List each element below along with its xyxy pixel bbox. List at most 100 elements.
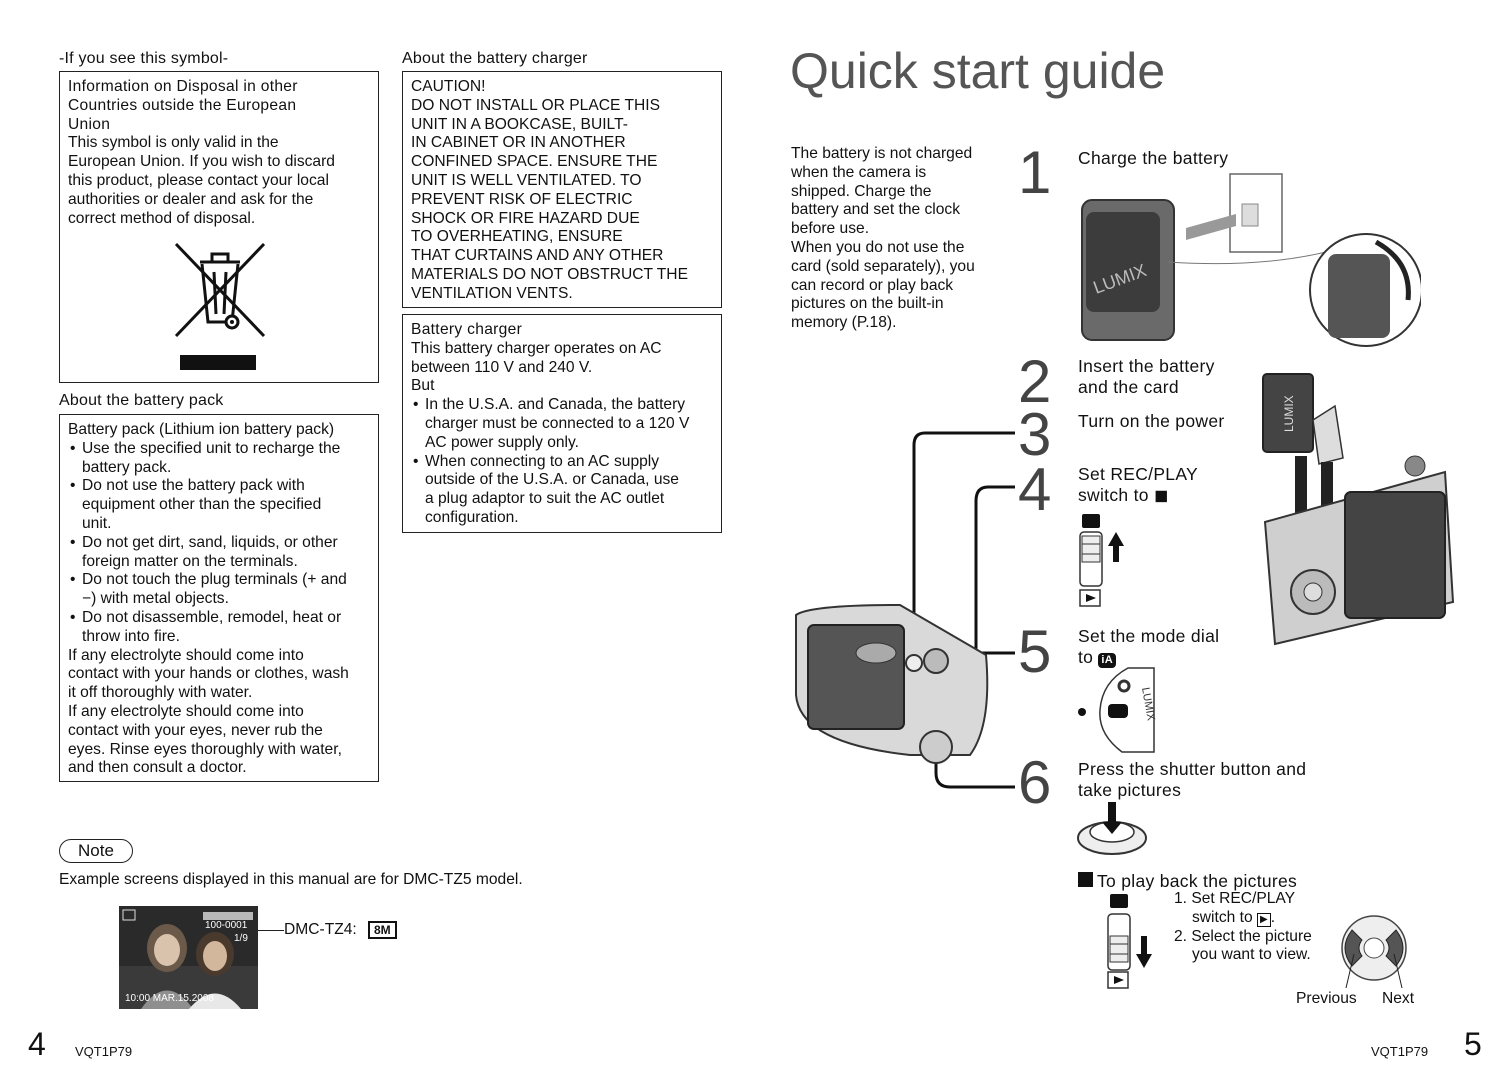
screen-frame: 1/9 [234,933,248,944]
intro-line: pictures on the built-in [791,295,944,313]
pack-tail-line: contact with your eyes, never rub the [68,721,323,739]
previous-label: Previous [1296,990,1357,1007]
intro-line: The battery is not charged [791,145,973,162]
battery-lumix-text: LUMIX [1282,395,1296,432]
disposal-body-line: This symbol is only valid in the [68,134,279,152]
caution-line: DO NOT INSTALL OR PLACE THIS [411,96,660,114]
size-badge: 8M [368,921,397,939]
step-number-3: 3 [1018,401,1052,468]
pack-tail-line: and then consult a doctor. [68,759,247,777]
pack-tail-line: eyes. Rinse eyes thoroughly with water, [68,740,342,758]
playback-instructions: 1. Set REC/PLAY switch to ▶. 2. Select t… [1174,890,1312,965]
charger-line: Battery charger [411,321,523,338]
note-text: Example screens displayed in this manual… [59,871,523,888]
model-label: DMC-TZ4: [284,921,357,938]
intro-line: battery and set the clock [791,201,961,219]
play-mode-icon: ▶ [1257,912,1271,927]
battery-pack-heading: About the battery pack [59,392,224,409]
mode-dial-illustration: LUMIX [1078,667,1157,753]
pack-title: Battery pack (Lithium ion battery pack) [68,421,335,438]
next-label: Next [1382,990,1415,1007]
screen-datetime: 10:00 MAR.15.2008 [125,993,214,1004]
step-number-5: 5 [1018,618,1052,685]
disposal-body-line: European Union. If you wish to discard [68,153,335,171]
pack-tail-line: If any electrolyte should come into [68,646,304,664]
ia-badge: iA [1098,653,1116,668]
page-number-left: 4 [28,1026,46,1062]
step-3-text: Turn on the power [1078,411,1225,431]
charger-line: This battery charger operates on AC [411,339,662,357]
dial-lumix-text: LUMIX [1139,686,1157,722]
pack-bullets: Use the specified unit to recharge theba… [68,440,370,647]
playback-item: switch to ▶. [1192,908,1276,927]
pack-tail-line: contact with your hands or clothes, wash [68,665,349,683]
playback-item: you want to view. [1192,946,1311,964]
symbol-heading: -If you see this symbol- [59,50,229,67]
pack-bullet: Do not get dirt, sand, liquids, or other… [68,534,370,572]
step-number-6: 6 [1018,749,1052,816]
playback-title: To play back the pictures [1097,871,1298,891]
disposal-title-line: Information on Disposal in other [68,78,298,95]
step-number-1: 1 [1018,139,1052,206]
screen-counter: 100-0001 [205,920,248,931]
battery-pack-box: Battery pack (Lithium ion battery pack) … [59,414,379,782]
caution-line: UNIT IN A BOOKCASE, BUILT- [411,115,628,133]
pack-tail-line: If any electrolyte should come into [68,702,304,720]
caution-line: PREVENT RISK OF ELECTRIC [411,190,633,208]
crossed-bin-icon [174,242,266,370]
disposal-body-line: correct method of disposal. [68,209,256,227]
intro-line: when the camera is [791,163,927,181]
caution-line: VENTILATION VENTS. [411,284,573,302]
intro-line: shipped. Charge the [791,182,932,200]
caution-box: CAUTION! DO NOT INSTALL OR PLACE THIS UN… [402,71,722,308]
caution-line: CAUTION! [411,78,486,95]
camera-top-view-illustration [795,431,1015,789]
charger-bullet: In the U.S.A. and Canada, the batterycha… [411,396,713,452]
pack-bullet: Do not touch the plug terminals (+ and−)… [68,571,370,609]
portrait-illustration [119,906,258,1009]
caution-line: SHOCK OR FIRE HAZARD DUE [411,209,640,227]
example-screen-photo: 100-0001 1/9 10:00 MAR.15.2008 [119,906,258,1009]
battery-charger-box: Battery charger This battery charger ope… [402,314,722,533]
playback-item: 1. Set REC/PLAY [1174,890,1296,907]
disposal-box: Information on Disposal in other Countri… [59,71,379,383]
shutter-button-illustration [1077,802,1147,855]
disposal-title-line: Countries outside the European [68,96,297,114]
caution-line: THAT CURTAINS AND ANY OTHER [411,247,664,265]
battery-charger-heading: About the battery charger [402,50,588,67]
rec-play-switch-down [1107,894,1152,989]
doc-code-left: VQT1P79 [75,1044,133,1059]
caution-line: TO OVERHEATING, ENSURE [411,228,623,246]
playback-item: 2. Select the picture [1174,927,1312,945]
caution-line: CONFINED SPACE. ENSURE THE [411,153,658,171]
disposal-title-line: Union [68,115,111,133]
doc-code-right: VQT1P79 [1371,1044,1429,1059]
charger-line: between 110 V and 240 V. [411,358,593,376]
intro-line: before use. [791,220,870,238]
pack-bullet: Do not disassemble, remodel, heat orthro… [68,609,370,647]
step-number-2: 2 [1018,348,1052,415]
battery-charger-illustration: LUMIX [1081,173,1421,347]
charger-bullets: In the U.S.A. and Canada, the batterycha… [411,396,713,528]
callout-line [258,930,284,931]
note-label: Note [59,839,133,863]
caution-line: IN CABINET OR IN ANOTHER [411,134,626,152]
disposal-body-line: authorities or dealer and ask for the [68,190,314,208]
pack-bullet: Use the specified unit to recharge theba… [68,440,370,478]
step-1-text: Charge the battery [1078,148,1229,168]
rec-play-switch [1079,514,1124,607]
cursor-button-illustration [1341,915,1407,989]
pack-bullet: Do not use the battery pack withequipmen… [68,477,370,533]
section-square-icon [1078,872,1093,887]
pack-tail-line: it off thoroughly with water. [68,684,253,702]
page-number-right: 5 [1464,1026,1482,1062]
disposal-body-line: this product, please contact your local [68,171,329,189]
intro-line: card (sold separately), you [791,257,975,275]
intro-text: The battery is not charged when the came… [791,145,975,333]
page-title: Quick start guide [790,43,1166,99]
battery-card-camera-illustration: LUMIX [1262,373,1455,646]
